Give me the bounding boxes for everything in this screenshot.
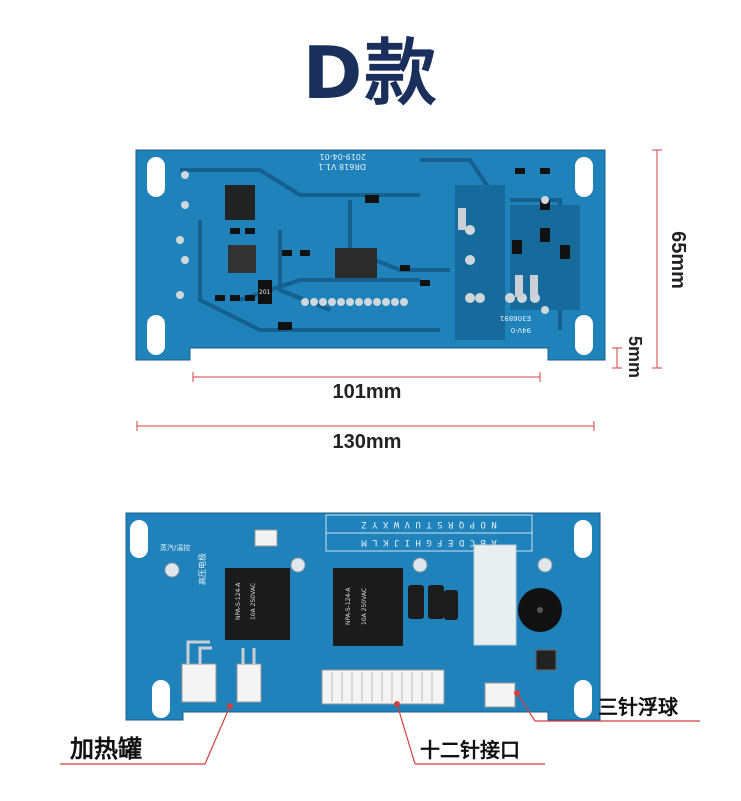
bottom-pcb-float-connector — [484, 682, 516, 708]
bottom-pcb-letter-grid — [325, 514, 533, 552]
bottom-pcb-leds — [164, 557, 553, 578]
top-pcb-slot-left-top — [147, 157, 165, 197]
bottom-pcb-twelve-pin-dividers — [331, 672, 433, 702]
annotation-float: 三针浮球 — [598, 695, 679, 719]
bottom-pcb-slot-left-bottom — [152, 680, 170, 718]
relay-left-model: NPA-S-124-A — [235, 582, 242, 620]
dimension-lines — [136, 149, 662, 431]
bottom-pcb-slot-right-top — [574, 520, 592, 558]
bottom-pcb-relay-right: NPA-S-124-A 10A 250VAC — [333, 568, 403, 646]
bottom-pcb-heater-pins — [186, 640, 256, 664]
top-pcb-pads — [176, 171, 549, 314]
top-pcb-ic-201 — [258, 280, 272, 304]
leader-dot-float — [514, 690, 520, 696]
dim-inner-width-label: 101mm — [333, 381, 402, 403]
relay-left-spec: 10A 250VAC — [250, 583, 257, 620]
top-pcb-smd-parts — [215, 168, 570, 330]
annotation-leaders — [60, 692, 700, 765]
top-pcb-transformer-chip — [335, 248, 377, 278]
top-pcb-silk-date: 2019-04-01 — [320, 152, 367, 161]
bottom-pcb-label-steam: 蒸汽/温控 — [160, 543, 190, 552]
bottom-pcb-label-heater-pipe: 高压电极 — [197, 553, 207, 585]
bottom-pcb-capacitors — [408, 585, 458, 620]
leader-dot-heater — [227, 703, 233, 709]
bottom-pcb-slot-left-top — [130, 520, 148, 558]
bottom-pcb-button — [535, 649, 557, 671]
bottom-pcb-heater-connector — [181, 663, 262, 703]
bottom-pcb-sticker — [473, 544, 517, 646]
page-title: D款 — [302, 31, 439, 115]
top-pcb-regulator — [228, 245, 256, 273]
top-pcb-slot-right-bottom — [575, 315, 593, 355]
top-pcb-pad-row — [301, 298, 408, 306]
top-pcb-silk-code: E306891 — [500, 314, 531, 322]
bottom-pcb-letters-row2: N O P Q R S T U V W X Y Z — [361, 519, 497, 529]
annotation-twelve-pin: 十二针接口 — [420, 738, 520, 762]
bottom-pcb-slot-right-bottom — [574, 680, 592, 718]
annotation-heater: 加热罐 — [70, 735, 142, 763]
dim-notch-label: 5mm — [625, 336, 645, 378]
bottom-pcb-letters-row1: A B C D E F G H I J K L M — [361, 537, 497, 547]
top-pcb-slot-left-bottom — [147, 315, 165, 355]
top-pcb-ic-label: 201 — [259, 289, 271, 296]
top-pcb-silk-rating: 94V-0 — [511, 326, 531, 334]
top-pcb-terminals — [458, 208, 538, 297]
relay-right-spec: 10A 250VAC — [361, 588, 368, 625]
dim-height-label: 65mm — [667, 231, 689, 289]
bottom-pcb-relay-left: NPA-S-124-A 10A 250VAC — [225, 568, 290, 640]
bottom-pcb-twelve-pin-connector — [321, 669, 445, 705]
bottom-pcb-small-connector — [254, 529, 278, 547]
top-pcb-ic-main — [225, 185, 255, 220]
dim-total-width-label: 130mm — [333, 431, 402, 453]
leader-dot-twelve-pin — [394, 701, 400, 707]
relay-right-model: NPA-S-124-A — [345, 587, 352, 625]
top-pcb-silk-model: DR618 V1.1 — [318, 162, 366, 171]
top-pcb-slot-right-top — [575, 157, 593, 197]
